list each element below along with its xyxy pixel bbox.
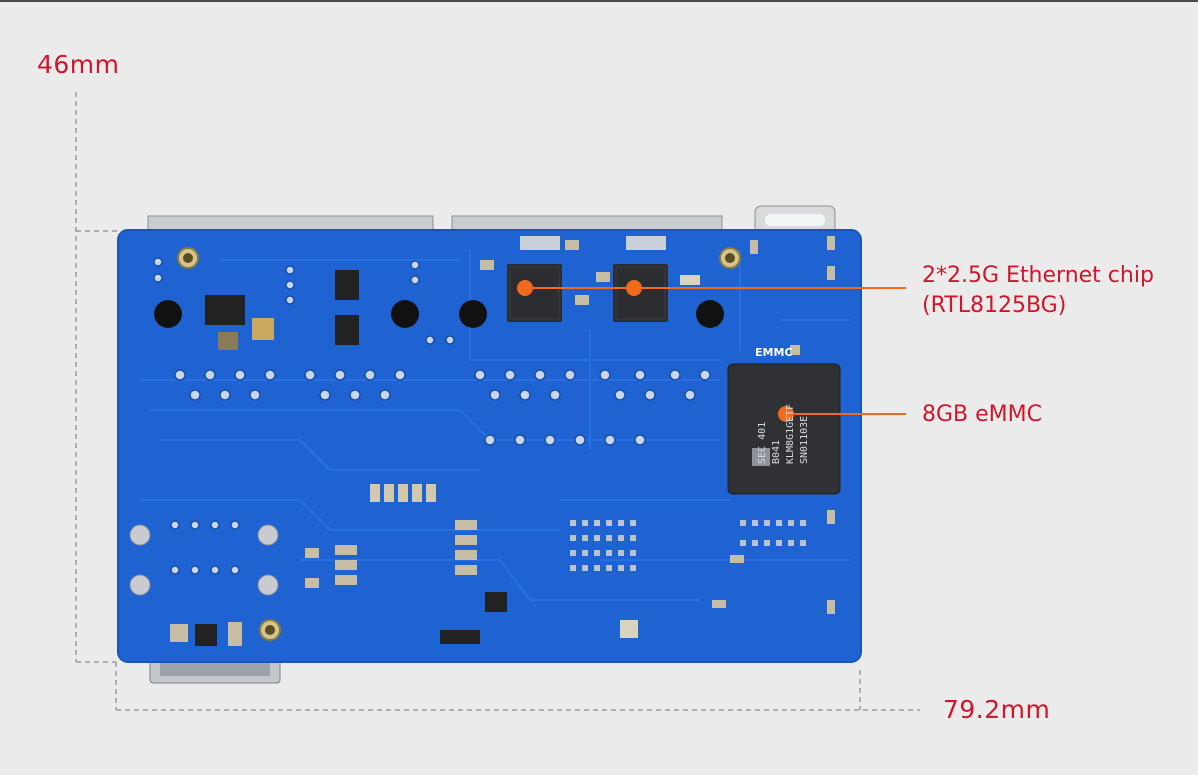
emmc-chip (727, 363, 841, 495)
callout-lines (517, 280, 906, 422)
ethernet-chip-1 (507, 264, 562, 322)
small-components (170, 236, 835, 646)
ethernet-chip-callout: 2*2.5G Ethernet chip (RTL8125BG) (922, 261, 1154, 321)
emmc-silkscreen-label: EMMC (755, 346, 793, 359)
chip-marking-line2: B041 (771, 439, 782, 464)
chip-marking-line3: KLM8G1GETF (785, 403, 796, 464)
mounting-holes (154, 247, 741, 641)
top-connectors (147, 205, 836, 235)
chip-marking-line4: SN01103E (799, 415, 810, 464)
top-border (0, 0, 1198, 2)
ethernet-callout-line2: (RTL8125BG) (922, 293, 1067, 318)
left-side-pads (129, 524, 279, 596)
pcb-board (118, 230, 861, 662)
ethernet-callout-line1: 2*2.5G Ethernet chip (922, 263, 1154, 288)
width-dimension-label: 79.2mm (943, 695, 1051, 724)
height-dimension-label: 46mm (37, 50, 120, 79)
dimension-lines (75, 92, 920, 711)
dense-component-area (570, 520, 806, 571)
ethernet-chip-2 (613, 264, 668, 322)
via-rows (153, 257, 711, 575)
emmc-callout: 8GB eMMC (922, 402, 1042, 427)
chip-marking-line1: SEC 401 (757, 421, 768, 464)
emmc-chip-markings: SEC 401 B041 KLM8G1GETF SN01103E (756, 384, 820, 464)
